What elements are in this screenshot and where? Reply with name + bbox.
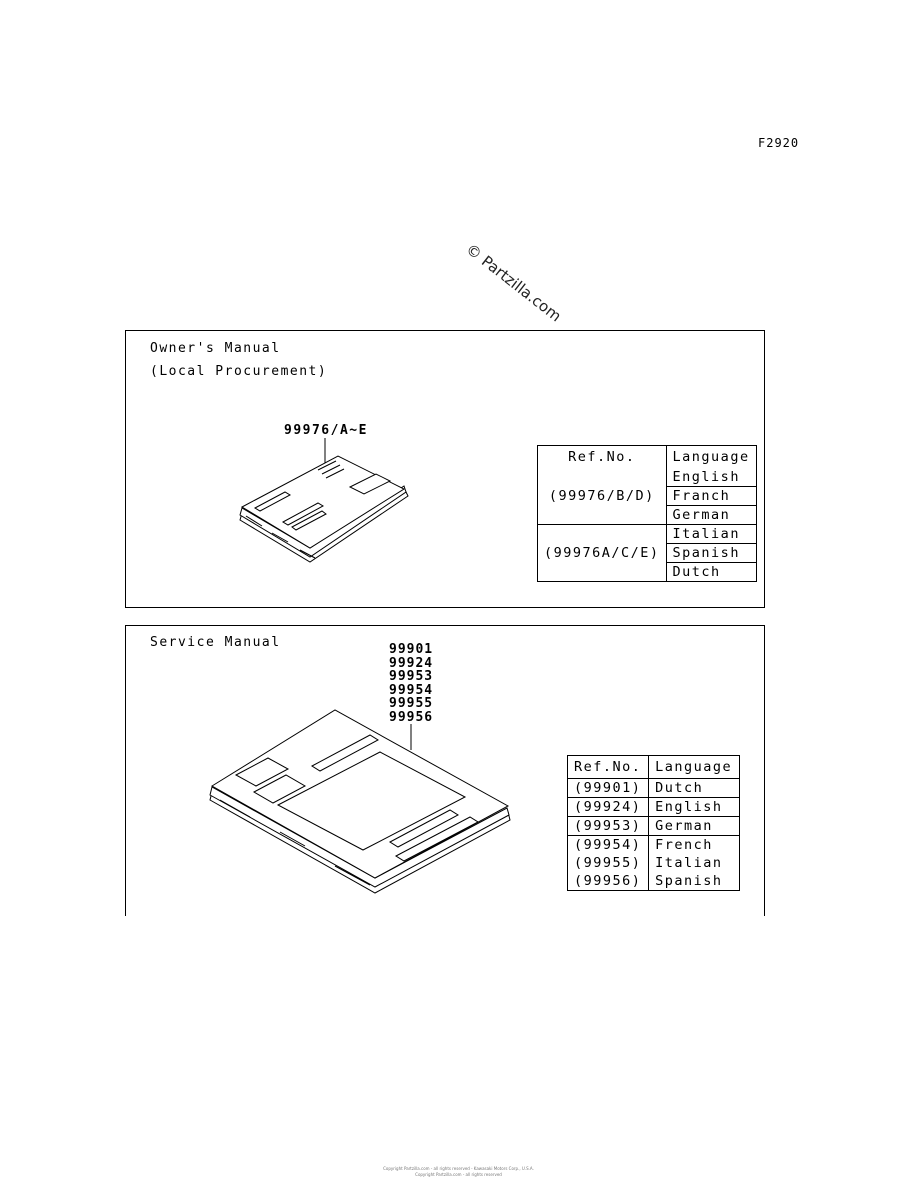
footer-line: Copyright Partzilla.com - all rights res… (383, 1166, 534, 1171)
footer-line: Copyright Partzilla.com - all rights res… (415, 1172, 502, 1177)
owners-manual-subtitle: (Local Procurement) (150, 364, 328, 379)
language-cell: Spanish (648, 872, 740, 891)
part-number: 99924 (389, 655, 434, 671)
language-cell: English (665, 468, 757, 487)
ref-cell: (99956) (566, 872, 650, 891)
footer-copyright: Copyright Partzilla.com - all rights res… (0, 1166, 917, 1178)
ref-cell: (99924) (566, 797, 650, 817)
part-number: 99955 (389, 696, 434, 711)
part-number: 99953 (389, 669, 434, 684)
owners-manual-book-illustration (239, 438, 409, 563)
language-cell: German (665, 505, 757, 525)
ref-cell: (99955) (566, 854, 650, 872)
service-manual-part-numbers: 99901 99924 99953 99954 99955 99956 (389, 643, 433, 724)
service-manual-book-illustration (209, 709, 511, 894)
owners-manual-title: Owner's Manual (150, 341, 281, 356)
language-cell: German (648, 816, 740, 836)
figure-code: F2920 (758, 136, 800, 150)
language-header: Language (665, 445, 757, 468)
language-cell: Italian (648, 854, 740, 872)
ref-cell: (99953) (566, 816, 650, 836)
ref-cell: (99954) (566, 835, 650, 854)
owners-manual-language-table: Ref.No. Language (99976/B/D) English Fra… (537, 445, 757, 582)
part-number: 99901 (389, 642, 434, 657)
part-number: 99954 (389, 682, 434, 698)
ref-no-header: Ref.No. (566, 755, 650, 779)
language-cell: Dutch (665, 562, 757, 582)
ref-cell: (99976A/C/E) (537, 524, 667, 582)
part-number: 99956 (389, 709, 434, 725)
language-cell: French (648, 835, 740, 854)
owners-manual-part-label: 99976/A~E (284, 423, 368, 438)
service-manual-language-table: Ref.No. Language (99901)Dutch (99924)Eng… (566, 755, 740, 891)
service-manual-title: Service Manual (150, 635, 281, 650)
ref-no-header: Ref.No. (537, 445, 667, 468)
ref-cell: (99976/B/D) (537, 468, 667, 525)
language-header: Language (648, 755, 740, 779)
